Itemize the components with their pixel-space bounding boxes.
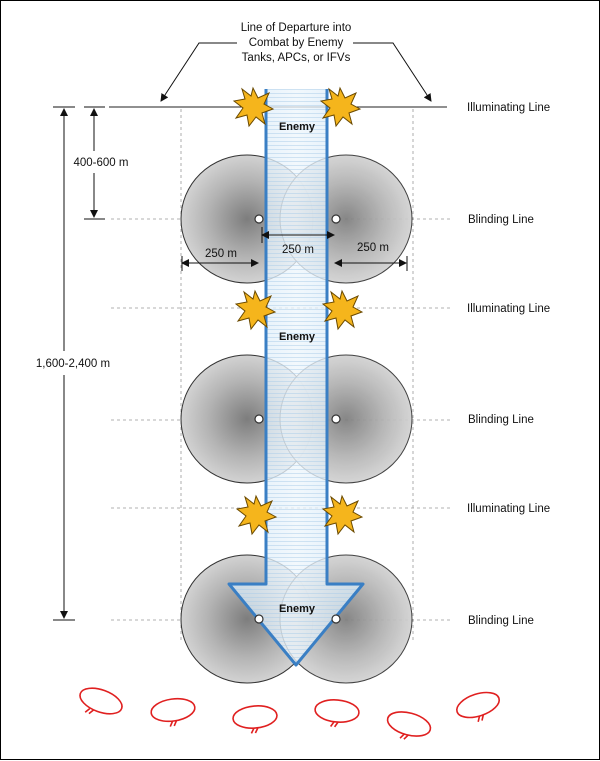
illuminating-line-label-1: Illuminating Line xyxy=(467,102,550,114)
width-left-label: 250 m xyxy=(205,248,237,260)
illuminating-line-label-2: Illuminating Line xyxy=(467,303,550,315)
depth-dimensions xyxy=(53,106,105,621)
width-right-label: 250 m xyxy=(357,242,389,254)
width-center-label: 250 m xyxy=(282,244,314,256)
departure-caption: Line of Departure into Combat by Enemy T… xyxy=(241,22,352,64)
illumination-flashes xyxy=(232,86,364,536)
caption-line-3: Tanks, APCs, or IFVs xyxy=(242,52,351,64)
long-span-label: 1,600-2,400 m xyxy=(36,358,110,370)
blinding-line-label-3: Blinding Line xyxy=(468,615,534,627)
enemy-axis-arrow xyxy=(227,89,365,667)
callout-arrow-right xyxy=(353,42,432,102)
callout-arrow-left xyxy=(160,42,237,102)
blinding-line-label-2: Blinding Line xyxy=(468,414,534,426)
short-span-label: 400-600 m xyxy=(74,157,129,169)
caption-line-2: Combat by Enemy xyxy=(249,37,344,49)
mine-rings xyxy=(79,687,500,740)
gun-positions xyxy=(254,214,341,624)
enemy-label-3: Enemy xyxy=(279,603,316,615)
enemy-label-1: Enemy xyxy=(279,121,316,133)
blinding-line-label-1: Blinding Line xyxy=(468,214,534,226)
enemy-label-2: Enemy xyxy=(279,331,316,343)
caption-line-1: Line of Departure into xyxy=(241,22,352,34)
illuminating-line-label-3: Illuminating Line xyxy=(467,503,550,515)
width-dimensions xyxy=(181,227,408,271)
